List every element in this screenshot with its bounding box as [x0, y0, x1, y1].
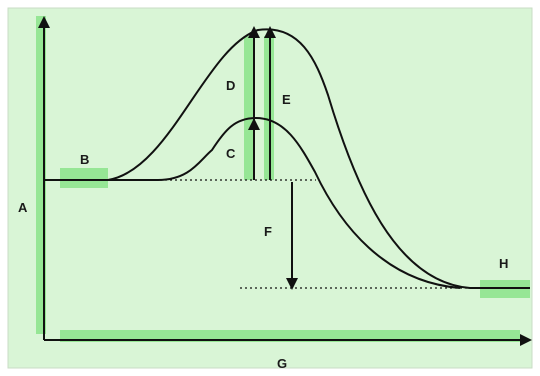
highlight-arrow-d	[244, 36, 254, 180]
label-h: H	[499, 256, 508, 271]
label-b: B	[80, 152, 89, 167]
label-g: G	[277, 356, 287, 371]
label-a: A	[18, 200, 28, 215]
highlight-y-axis	[36, 16, 46, 334]
label-f: F	[264, 224, 272, 239]
label-c: C	[226, 146, 236, 161]
highlight-b	[60, 168, 108, 188]
uncatalysed-curve	[44, 28, 530, 289]
label-d: D	[226, 78, 235, 93]
catalysed-curve	[108, 116, 461, 289]
label-e: E	[282, 92, 291, 107]
